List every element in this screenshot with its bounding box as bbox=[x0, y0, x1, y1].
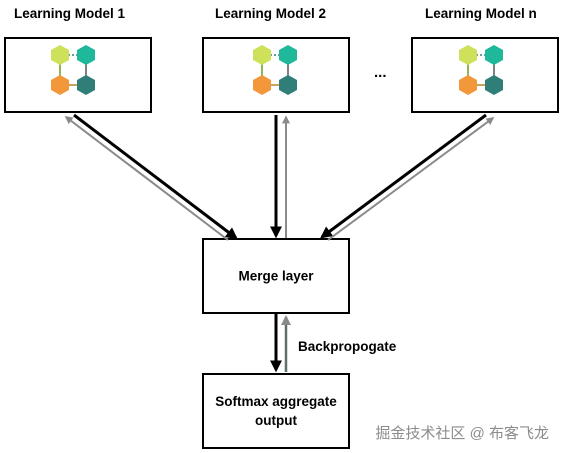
softmax-output-line2: output bbox=[255, 413, 297, 428]
model-n-label: Learning Model n bbox=[425, 6, 537, 21]
softmax-output-box: Softmax aggregate output bbox=[202, 373, 350, 449]
softmax-output-label: Softmax aggregate output bbox=[204, 392, 348, 430]
arrow-merge-to-modeln bbox=[327, 117, 495, 241]
ellipsis: ... bbox=[374, 64, 387, 81]
merge-layer-box: Merge layer bbox=[202, 238, 350, 314]
arrow-merge-to-model1 bbox=[64, 116, 229, 241]
softmax-output-line1: Softmax aggregate bbox=[215, 394, 337, 409]
network-icon-n bbox=[459, 45, 503, 95]
network-icon-1 bbox=[51, 45, 95, 95]
model-1-label: Learning Model 1 bbox=[14, 6, 126, 21]
model-n-box bbox=[411, 37, 559, 113]
merge-layer-label: Merge layer bbox=[238, 268, 314, 284]
network-icon-2 bbox=[253, 45, 297, 95]
model-2-label: Learning Model 2 bbox=[215, 6, 327, 21]
arrow-modeln-to-merge bbox=[320, 113, 487, 239]
watermark: 掘金技术社区 @ 布客飞龙 bbox=[375, 425, 549, 442]
backprop-label: Backpropogate bbox=[298, 339, 397, 354]
model-2-box bbox=[202, 37, 350, 113]
arrow-model1-to-merge bbox=[73, 113, 238, 240]
